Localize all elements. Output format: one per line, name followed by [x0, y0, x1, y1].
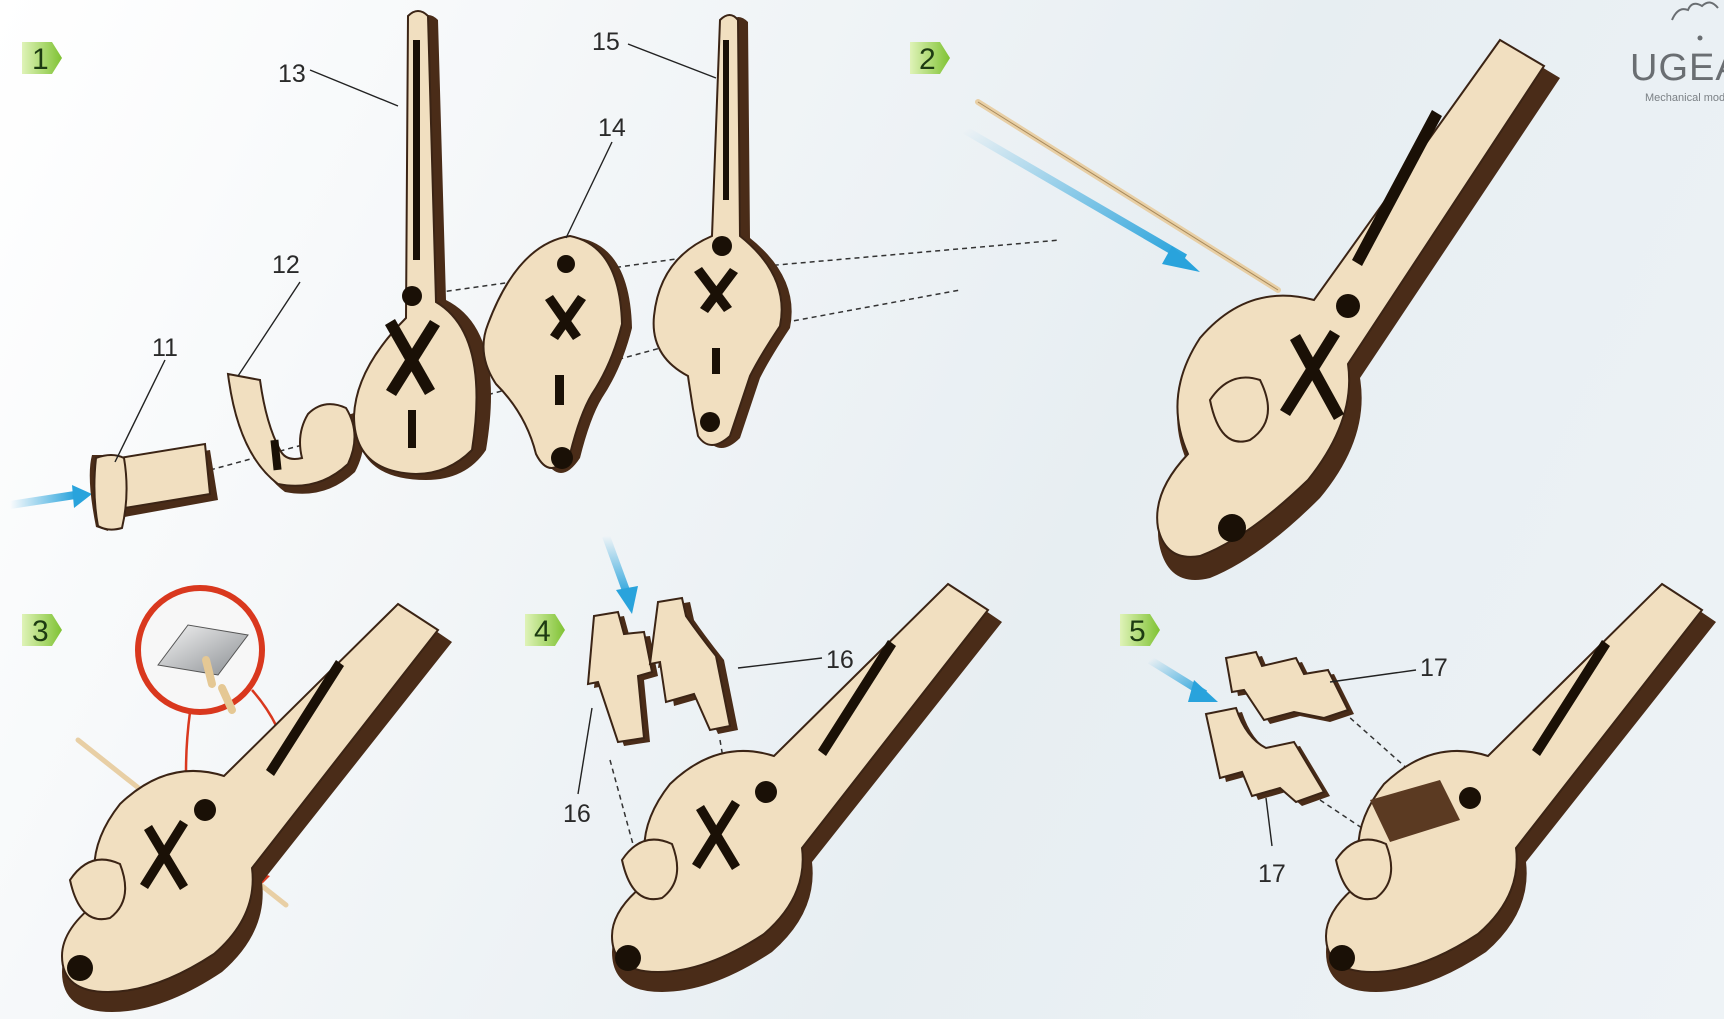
label-part-14: 14: [598, 114, 626, 142]
step-number-1: 1: [32, 43, 49, 76]
leader-11: [115, 360, 165, 462]
step-2-assembled-key: [965, 40, 1560, 580]
leader-16b: [578, 708, 592, 794]
part-14-middle-plate: [484, 236, 633, 473]
step-badge-3: 3: [22, 614, 62, 648]
step-number-2: 2: [919, 43, 936, 76]
step-4-insert-parts-16: 16 16: [563, 536, 1002, 992]
label-part-17-bottom: 17: [1258, 860, 1286, 888]
part-12-crescent: [228, 374, 364, 494]
step-number-3: 3: [32, 615, 49, 648]
part-11-peg: [90, 444, 218, 531]
leader-15: [628, 44, 716, 78]
ugears-logo: UGEARS Mechanical models: [1630, 2, 1724, 104]
step-1-exploded-view: 11 12 13 14 15: [10, 11, 1060, 531]
part-17-top: [1226, 652, 1354, 724]
leader-14: [566, 142, 612, 238]
leader-13: [310, 70, 398, 106]
part-16-left: [588, 612, 658, 746]
step-badge-5: 5: [1120, 614, 1160, 648]
label-part-11: 11: [152, 334, 178, 362]
label-part-16-left: 16: [563, 800, 591, 828]
part-16-right: [650, 598, 738, 734]
label-part-15: 15: [592, 28, 620, 56]
logo-tagline: Mechanical models: [1645, 92, 1724, 104]
logo-text: UGEARS: [1630, 47, 1724, 89]
step-number-4: 4: [534, 615, 551, 648]
label-part-13: 13: [278, 60, 306, 88]
leader-16a: [738, 658, 822, 668]
leader-17b: [1266, 798, 1272, 846]
step-badge-2: 2: [910, 42, 950, 76]
part-13-handle-plate: [354, 11, 491, 480]
label-part-16-right: 16: [826, 646, 854, 674]
part-17-bottom: [1206, 708, 1330, 806]
leader-17a: [1330, 670, 1416, 682]
label-part-12: 12: [272, 251, 300, 279]
step-badge-1: 1: [22, 42, 62, 76]
leader-12: [238, 282, 300, 376]
step-number-5: 5: [1129, 615, 1146, 648]
step-badge-4: 4: [525, 614, 565, 648]
label-part-17-top: 17: [1420, 654, 1448, 682]
step-3-trim-toothpick: [62, 588, 452, 1012]
step-5-insert-parts-17: 17 17: [1150, 584, 1716, 992]
part-15-outer-plate: [654, 15, 792, 448]
